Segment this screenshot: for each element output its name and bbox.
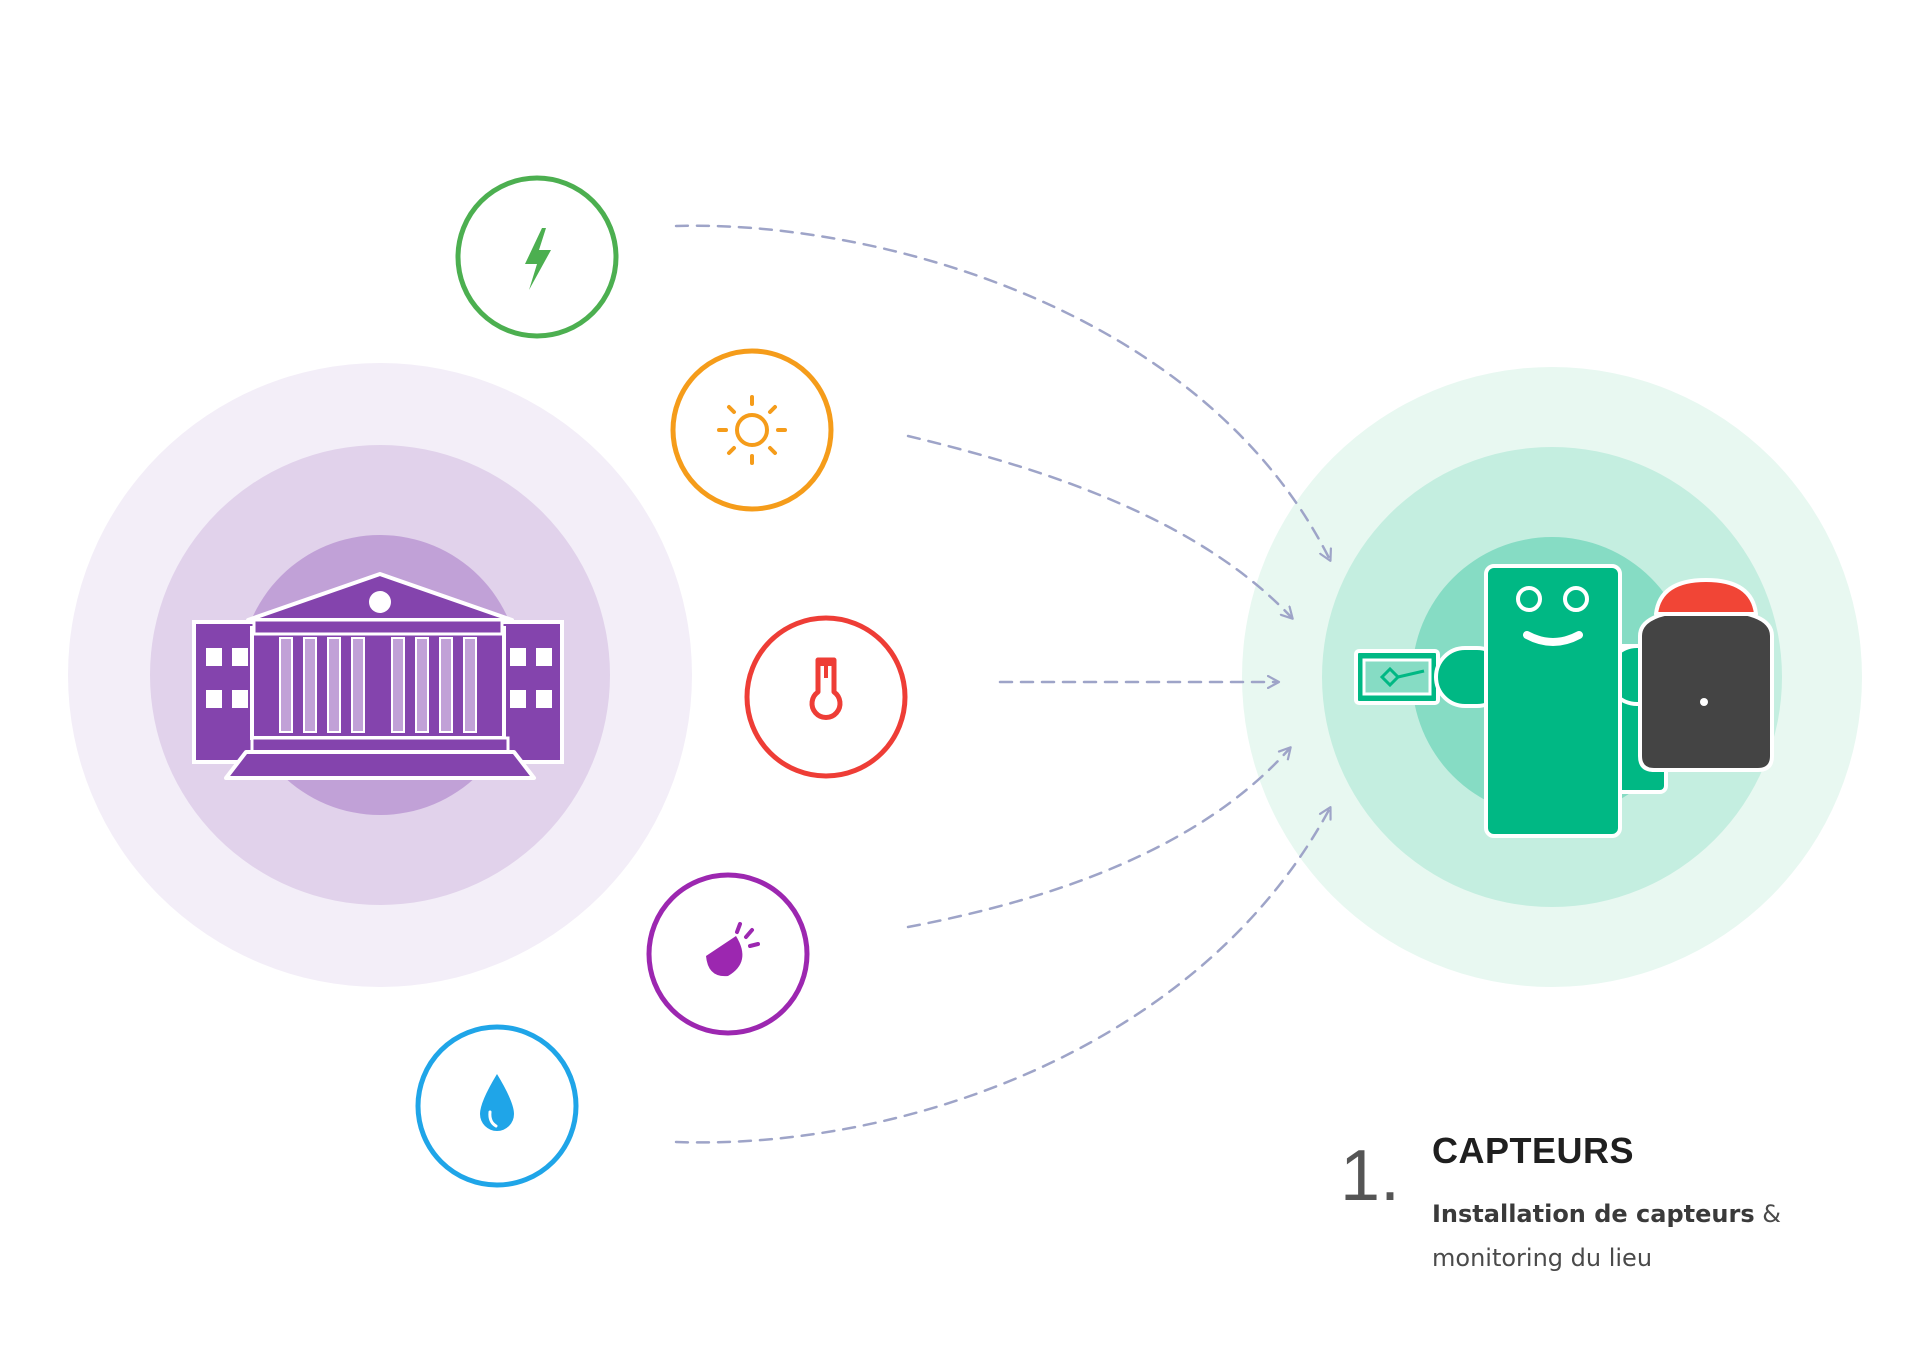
arrow-light <box>906 434 1292 618</box>
museum-building-icon <box>192 572 564 780</box>
sensor-sound <box>646 872 810 1036</box>
sun-icon <box>717 395 787 465</box>
device-node <box>1242 367 1862 987</box>
step-title: CAPTEURS <box>1432 1130 1635 1171</box>
speaker-icon <box>706 922 760 977</box>
venue-node <box>68 363 692 987</box>
sensor-robot-icon <box>1354 564 1774 838</box>
thermometer-icon <box>809 657 843 720</box>
flow-arrows <box>674 224 1330 1144</box>
step-number: 1. <box>1340 1136 1401 1216</box>
arrow-sound <box>906 748 1290 929</box>
step-description-rest: & monitoring du lieu <box>1432 1200 1781 1272</box>
lightning-bolt-icon <box>525 228 551 290</box>
arrow-electricity <box>674 224 1330 560</box>
sensor-temperature <box>744 615 908 779</box>
arrow-humidity <box>674 808 1330 1144</box>
sensor-electricity <box>455 175 619 339</box>
sensor-humidity <box>415 1024 579 1188</box>
step-description: Installation de capteurs & monitoring du… <box>1432 1192 1852 1280</box>
step-description-bold: Installation de capteurs <box>1432 1200 1755 1228</box>
sensor-light <box>670 348 834 512</box>
